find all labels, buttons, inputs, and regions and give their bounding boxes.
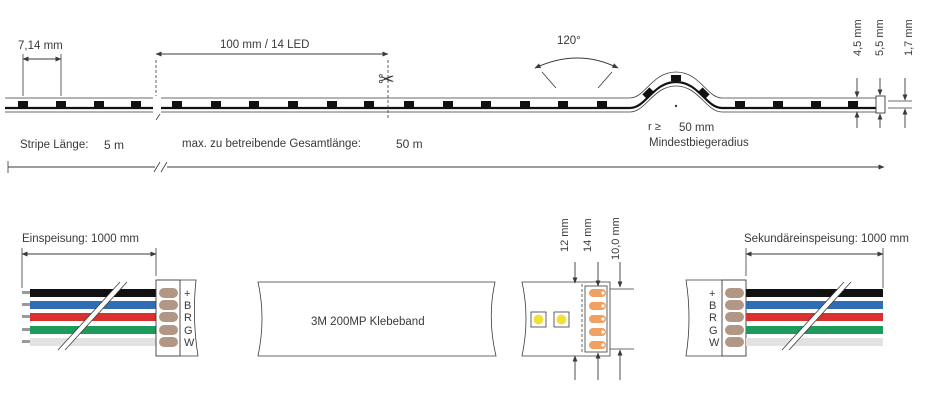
radius-annotation: r ≥ 50 mm Mindestbiegeradius — [648, 121, 749, 149]
height-17-label: 1,7 mm — [903, 19, 915, 56]
width-14-label: 14 mm — [582, 218, 594, 252]
pitch-dimension: 7,14 mm — [18, 40, 63, 96]
segment-label: 100 mm / 14 LED — [220, 39, 309, 51]
led-chips — [530, 311, 570, 328]
adhesive-outline — [257, 281, 497, 357]
segment-dimension: 100 mm / 14 LED — [155, 39, 389, 57]
wire-black — [30, 289, 158, 297]
feed-pin-r: R — [184, 312, 192, 324]
break-tick — [155, 113, 161, 121]
radius-symbol: r ≥ — [648, 121, 661, 133]
secondary-break — [782, 282, 851, 350]
width-10-label: 10,0 mm — [610, 217, 622, 260]
height-45-label: 4,5 mm — [852, 19, 864, 56]
pitch-label: 7,14 mm — [18, 40, 63, 52]
feed-cable: Einspeisung: 1000 mm + B — [21, 233, 199, 357]
feed-label: Einspeisung: 1000 mm — [22, 233, 139, 245]
radius-value: 50 mm — [679, 122, 714, 134]
secondary-pin-w: W — [709, 337, 720, 349]
adhesive-label: 3M 200MP Klebeband — [311, 316, 425, 328]
secondary-pin-r: R — [709, 312, 717, 324]
bend-centre — [674, 104, 678, 108]
strip-profile — [5, 60, 886, 121]
length-caption: Stripe Länge: — [20, 139, 88, 151]
feed-strip-tail — [180, 279, 199, 357]
max-length-caption: max. zu betreibende Gesamtlänge: — [182, 138, 361, 150]
feed-pin-g: G — [184, 325, 193, 337]
secondary-pin-plus: + — [709, 288, 715, 300]
solder-pads — [589, 289, 606, 349]
wire-blue — [30, 301, 158, 309]
scissors-icon: ✂ — [378, 69, 395, 91]
secondary-connector-pins — [725, 288, 744, 347]
feed-connector-pins — [159, 288, 178, 347]
feed-pin-plus: + — [184, 288, 190, 300]
feed-pin-b: B — [184, 300, 191, 312]
length-value: 5 m — [104, 138, 124, 152]
strip-outline-bottom — [5, 85, 878, 113]
width-12-label: 12 mm — [559, 218, 571, 252]
strip-outline-top — [5, 71, 878, 99]
secondary-pin-b: B — [709, 300, 716, 312]
cut-section-outline — [521, 281, 611, 357]
height-dimensions: 4,5 mm 5,5 mm 1,7 mm — [852, 19, 915, 128]
secondary-strip-tail — [685, 279, 722, 357]
wire-white — [30, 338, 158, 346]
cut-section: 12 mm 14 mm 10,0 mm — [521, 217, 634, 380]
strip-end-cap — [875, 95, 886, 114]
radius-caption: Mindestbiegeradius — [649, 137, 749, 149]
adhesive-section: 3M 200MP Klebeband — [257, 281, 497, 357]
max-length-value: 50 m — [396, 137, 423, 151]
secondary-pin-g: G — [709, 325, 718, 337]
height-55-label: 5,5 mm — [874, 19, 886, 56]
secondary-label: Sekundäreinspeisung: 1000 mm — [744, 233, 909, 245]
angle-label: 120° — [557, 35, 581, 47]
feed-break — [58, 282, 127, 350]
strip-core — [5, 80, 878, 110]
wire-green — [30, 326, 158, 334]
feed-pin-w: W — [184, 337, 195, 349]
led-blocks — [18, 75, 858, 107]
strip-break-gap — [153, 92, 161, 118]
length-captions: Stripe Länge: 5 m max. zu betreibende Ge… — [7, 137, 885, 173]
secondary-feed: Sekundäreinspeisung: 1000 mm + B R G W — [685, 233, 909, 357]
bend-angle: 120° — [534, 35, 619, 89]
